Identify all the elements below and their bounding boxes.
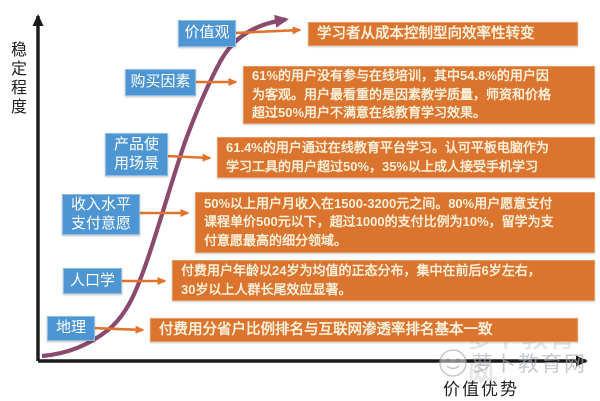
s-curve: [41, 14, 289, 359]
watermark: 萝卜教育网: [438, 348, 587, 378]
factor-detail-purchase: 61%的用户没有参与在线培训，其中54.8%的用户因 为客观。用户最看重的是因素…: [243, 66, 595, 124]
factor-detail-demographics: 付费用户年龄以24岁为均值的正态分布，集中在前后6岁左右， 30岁以上人群长尾效…: [172, 260, 595, 301]
factor-detail-geography: 付费用分省户比例排名与互联网渗透率排名基本一致: [150, 318, 578, 342]
factor-label-income: 收入水平 支付意愿: [62, 194, 140, 235]
watermark-smiley-icon: [439, 349, 467, 377]
factor-detail-usage: 61.4%的用户通过在线教育平台学习。认可平板电脑作为 学习工具的用户超过50%…: [217, 137, 595, 178]
factor-detail-values: 学习者从成本控制型向效率性转变: [308, 22, 578, 46]
factor-label-geography: 地理: [47, 316, 95, 341]
factor-label-purchase: 购买因素: [125, 69, 196, 96]
connector-arrow-usage: [165, 153, 212, 162]
x-axis-label: 价值优势: [443, 380, 519, 399]
factor-label-usage: 产品使 用场景: [105, 133, 168, 176]
connector-arrow-geography: [92, 325, 145, 334]
factor-detail-income: 50%以上用户月收入在1500-3200元之间。80%用户愿意支付 课程单价50…: [195, 192, 595, 253]
connector-arrow-values: [233, 26, 302, 35]
factor-label-demographics: 人口学: [63, 268, 122, 294]
y-axis-label: 稳定程度: [8, 41, 25, 117]
watermark-text: 萝卜教育网: [472, 353, 587, 376]
factor-label-values: 价值观: [178, 20, 236, 47]
